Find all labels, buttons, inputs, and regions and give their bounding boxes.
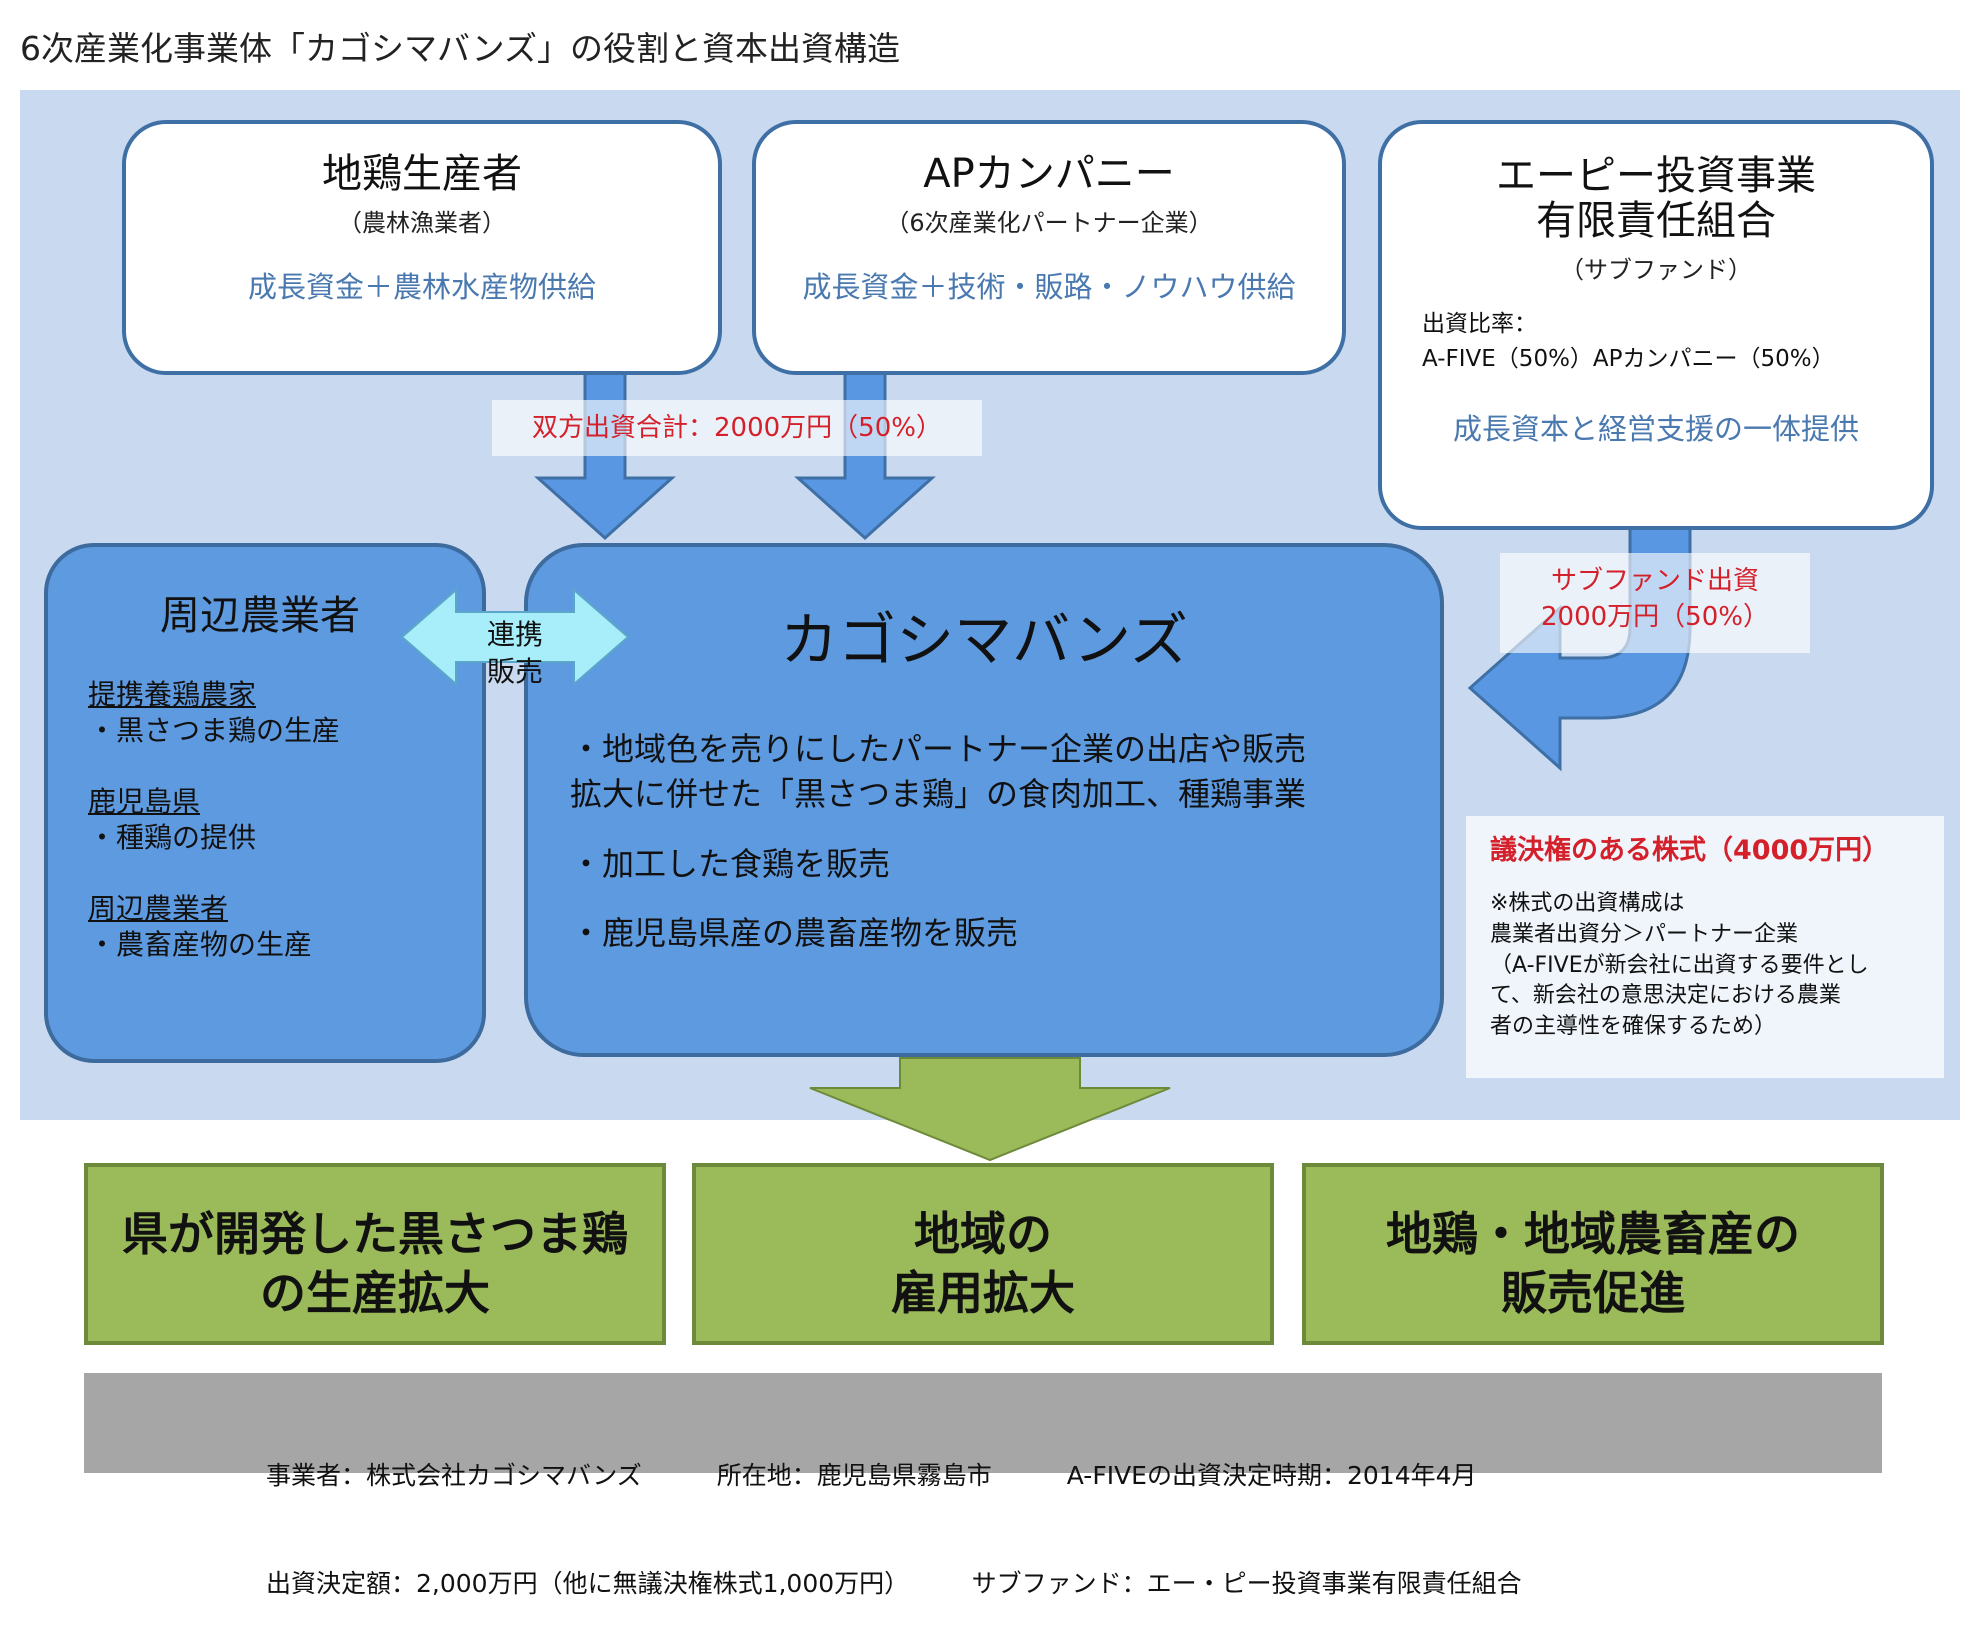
fund-ratio: 出資比率： A-FIVE（50%）APカンパニー（50%） (1422, 307, 1930, 378)
outcome-box: 地域の 雇用拡大 (692, 1163, 1274, 1345)
voting-note: ※株式の出資構成は (1490, 891, 1685, 916)
fund-sub: （サブファンド） (1560, 255, 1752, 284)
neighbors-group-heading: 周辺農業者 (88, 891, 229, 925)
voting-notes: ※株式の出資構成は 農業者出資分＞パートナー企業 （A-FIVEが新会社に出資す… (1490, 889, 1944, 1043)
outcome-line1: 地鶏・地域農畜産の (1386, 1207, 1800, 1261)
neighbors-group-detail: ・種鶏の提供 (88, 821, 257, 855)
link-arrow-layer (400, 587, 630, 687)
producer-role: 成長資金＋農林水産物供給 (247, 269, 596, 304)
footer-line1: 事業者：株式会社カゴシマバンズ 所在地：鹿児島県霧島市 A-FIVEの出資決定時… (266, 1460, 1477, 1490)
subfund-investment-label: サブファンド出資 2000万円（50%） (1500, 553, 1810, 653)
neighbors-group-detail: ・農畜産物の生産 (88, 927, 313, 961)
page-title: 6次産業化事業体「カゴシマバンズ」の役割と資本出資構造 (20, 29, 900, 68)
footer-info: 事業者：株式会社カゴシマバンズ 所在地：鹿児島県霧島市 A-FIVEの出資決定時… (84, 1373, 1882, 1598)
voting-shares-box: 議決権のある株式（4000万円） ※株式の出資構成は 農業者出資分＞パートナー企… (1466, 816, 1944, 1078)
ap-company-name: APカンパニー (923, 151, 1175, 197)
fund-box: エーピー投資事業 有限責任組合 （サブファンド） 出資比率： A-FIVE（50… (1378, 120, 1934, 530)
fund-name-line2: 有限責任組合 (1536, 197, 1776, 244)
main-activity-list: ・地域色を売りにしたパートナー企業の出店や販売 拡大に併せた「黒さつま鶏」の食肉… (570, 727, 1306, 981)
producer-sub: （農林漁業者） (338, 208, 506, 237)
neighbors-group-heading: 提携養鶏農家 (88, 678, 257, 711)
activity-item-line1: ・鹿児島県産の農畜産物を販売 (570, 914, 1019, 953)
joint-investment-label: 双方出資合計：2000万円（50%） (492, 400, 982, 456)
fund-ratio-label: 出資比率： (1422, 310, 1537, 337)
voting-note: 者の主導性を確保するため） (1490, 1014, 1777, 1040)
subfund-investment-line2: 2000万円（50%） (1541, 602, 1769, 633)
neighbors-group-heading: 鹿児島県 (88, 784, 201, 818)
neighbors-group: 提携養鶏農家 ・黒さつま鶏の生産 (88, 677, 482, 750)
ap-company-box: APカンパニー （6次産業化パートナー企業） 成長資金＋技術・販路・ノウハウ供給 (752, 120, 1346, 375)
activity-item: ・加工した食鶏を販売 (570, 842, 1306, 887)
ap-company-role: 成長資金＋技術・販路・ノウハウ供給 (802, 269, 1296, 304)
outcome-line1: 地域の (914, 1207, 1052, 1261)
activity-item: ・鹿児島県産の農畜産物を販売 (570, 911, 1306, 956)
link-label-line1: 連携 (486, 618, 543, 651)
outcome-line2: 雇用拡大 (891, 1265, 1075, 1320)
neighbors-group-detail: ・黒さつま鶏の生産 (88, 714, 341, 748)
main-title: カゴシマバンズ (780, 606, 1188, 674)
voting-title: 議決権のある株式（4000万円） (1490, 835, 1890, 866)
ap-company-sub: （6次産業化パートナー企業） (885, 208, 1213, 237)
neighbors-group: 鹿児島県 ・種鶏の提供 (88, 784, 482, 857)
producer-box: 地鶏生産者 （農林漁業者） 成長資金＋農林水産物供給 (122, 120, 722, 375)
voting-note: て、新会社の意思決定における農業 (1490, 983, 1841, 1009)
outcome-line1: 県が開発した黒さつま鶏 (122, 1207, 628, 1261)
link-label-line2: 販売 (486, 654, 543, 688)
footer-line2: 出資決定額：2,000万円（他に無議決権株式1,000万円） サブファンド：エー… (266, 1569, 1522, 1599)
kagoshima-bunz-box: カゴシマバンズ ・地域色を売りにしたパートナー企業の出店や販売 拡大に併せた「黒… (524, 543, 1444, 1057)
fund-ratio-detail: A-FIVE（50%）APカンパニー（50%） (1422, 346, 1835, 373)
activity-item: ・地域色を売りにしたパートナー企業の出店や販売 拡大に併せた「黒さつま鶏」の食肉… (570, 727, 1306, 818)
neighbors-box: 周辺農業者 提携養鶏農家 ・黒さつま鶏の生産 鹿児島県 ・種鶏の提供 周辺農業者… (44, 543, 486, 1063)
voting-note: （A-FIVEが新会社に出資する要件とし (1490, 952, 1869, 978)
voting-note: 農業者出資分＞パートナー企業 (1490, 921, 1799, 947)
fund-name-line1: エーピー投資事業 (1496, 153, 1816, 199)
neighbors-group: 周辺農業者 ・農畜産物の生産 (88, 891, 482, 964)
link-double-arrow (400, 587, 630, 687)
outcome-box: 県が開発した黒さつま鶏 の生産拡大 (84, 1163, 666, 1345)
link-label: 連携 販売 (470, 617, 560, 691)
outcome-line2: 販売促進 (1501, 1265, 1685, 1320)
activity-item-line1: ・加工した食鶏を販売 (570, 844, 891, 883)
subfund-investment-line1: サブファンド出資 (1550, 566, 1759, 596)
activity-item-line2: 拡大に併せた「黒さつま鶏」の食肉加工、種鶏事業 (570, 775, 1307, 814)
producer-name: 地鶏生産者 (322, 151, 522, 197)
activity-item-line1: ・地域色を売りにしたパートナー企業の出店や販売 (570, 730, 1307, 768)
fund-role: 成長資本と経営支援の一体提供 (1452, 411, 1859, 446)
arrow-outcome-down (809, 1057, 1171, 1162)
neighbors-title: 周辺農業者 (160, 593, 360, 639)
outcome-box: 地鶏・地域農畜産の 販売促進 (1302, 1163, 1884, 1345)
outcome-line2: の生産拡大 (260, 1265, 490, 1320)
